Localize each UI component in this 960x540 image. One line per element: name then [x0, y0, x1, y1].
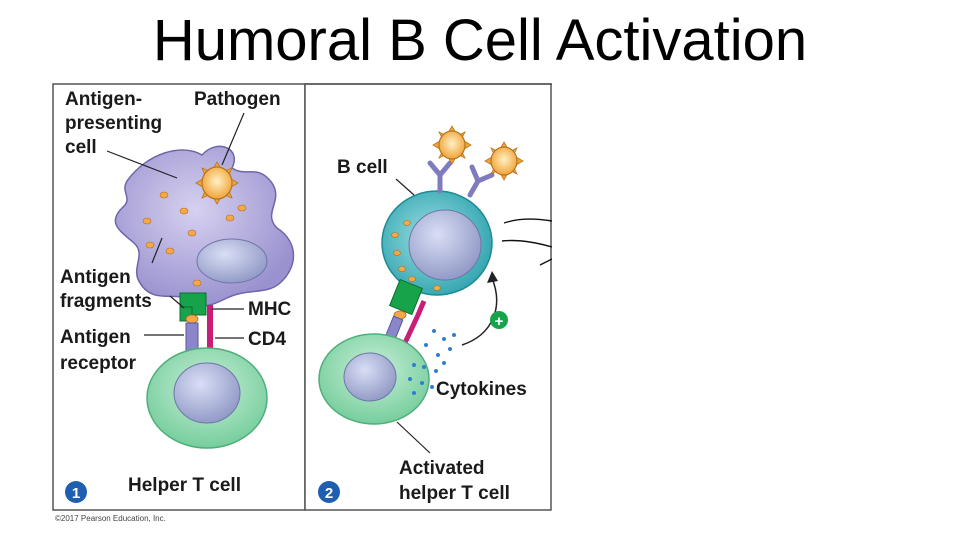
label-activated-line1: Activated [399, 458, 485, 479]
label-apc-line3: cell [65, 137, 97, 158]
mhc-molecule-2 [388, 278, 424, 316]
slide-title: Humoral B Cell Activation [152, 8, 808, 73]
label-pathogen: Pathogen [194, 89, 281, 110]
label-cd4: CD4 [248, 329, 286, 350]
label-activated-helper: Activated helper T cell [399, 458, 510, 504]
cd4-2 [401, 300, 427, 347]
label-receptor-line2: receptor [60, 353, 137, 374]
activated-helper-t-nucleus [343, 352, 397, 402]
step-number-1: 1 [72, 485, 80, 502]
label-apc-line1: Antigen- [65, 89, 142, 110]
label-cytokines: Cytokines [436, 379, 527, 400]
helper-t-nucleus [173, 362, 241, 424]
label-activated-line2: helper T cell [399, 483, 510, 504]
label-antigen-receptor: Antigen receptor [60, 327, 137, 374]
cd4-1 [207, 305, 213, 355]
apc-nucleus [196, 238, 268, 284]
step-badge-2: 2 [318, 481, 340, 503]
step-badge-1: 1 [65, 481, 87, 503]
label-apc: Antigen- presenting cell [65, 89, 167, 158]
cytokines-dots [408, 329, 456, 395]
antigen-fragment-presented-1 [185, 314, 199, 324]
copyright-notice: ©2017 Pearson Education, Inc. [55, 514, 166, 523]
plus-sign: + [495, 313, 504, 330]
pathogen-1 [195, 161, 239, 205]
step-number-2: 2 [325, 485, 333, 502]
label-fragments-line1: Antigen [60, 267, 131, 288]
label-b-cell: B cell [337, 157, 388, 178]
label-mhc: MHC [248, 299, 292, 320]
pathogen-2a [432, 125, 472, 165]
label-helper-t-cell: Helper T cell [128, 475, 241, 496]
label-antigen-fragments: Antigen fragments [60, 267, 152, 312]
panel-2-frame [304, 83, 552, 511]
diagram-figure: Antigen- presenting cell Pathogen Antige… [52, 83, 552, 511]
pathogen-2b [484, 141, 524, 181]
label-apc-line2: presenting [65, 113, 162, 134]
label-fragments-line2: fragments [60, 291, 152, 312]
plus-badge: + [490, 311, 508, 330]
antigen-fragments-inside [142, 191, 247, 287]
b-cell-nucleus [408, 209, 482, 281]
label-receptor-line1: Antigen [60, 327, 131, 348]
b-cell-antigen-fragments [391, 220, 441, 291]
b-cell-receptors [427, 160, 495, 198]
